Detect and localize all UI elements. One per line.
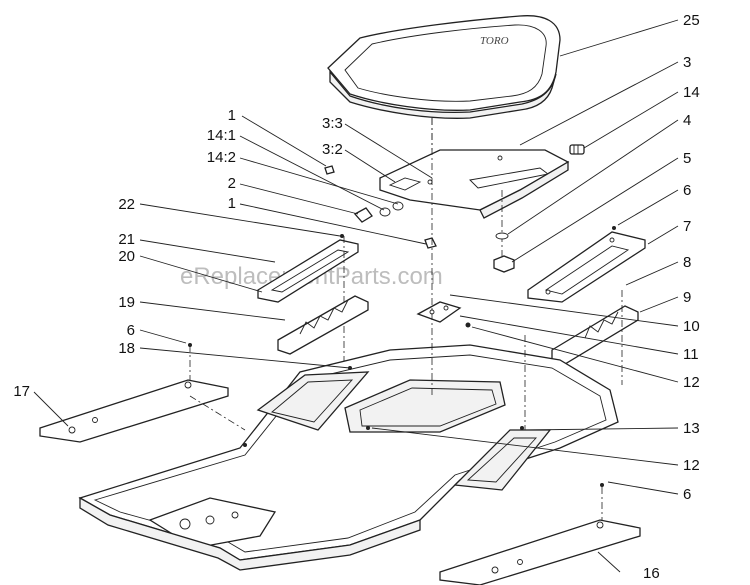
seat-pan-part[interactable] — [379, 149, 570, 219]
fastener-cluster[interactable] — [324, 165, 437, 249]
callout-1-top: 1 — [228, 107, 236, 124]
left-footboard-part[interactable] — [39, 343, 246, 443]
callout-11: 11 — [683, 346, 699, 363]
callout-25: 25 — [683, 12, 700, 29]
callout-20: 20 — [118, 248, 135, 265]
callout-14-1: 14:1 — [207, 127, 236, 144]
callout-22: 22 — [118, 196, 135, 213]
right-bracket-part[interactable] — [551, 290, 639, 385]
adjust-knob-part[interactable] — [569, 144, 585, 155]
callout-3-3: 3:3 — [322, 115, 343, 132]
callout-8: 8 — [683, 254, 691, 271]
callout-2: 2 — [228, 175, 236, 192]
seat-logo-text: TORO — [480, 35, 509, 47]
callout-16: 16 — [643, 565, 660, 582]
callout-6-left: 6 — [127, 322, 135, 339]
callout-6-top: 6 — [683, 182, 691, 199]
callout-3: 3 — [683, 54, 691, 71]
callout-17: 17 — [13, 383, 30, 400]
right-slide-rail-part[interactable] — [527, 226, 646, 303]
callout-10: 10 — [683, 318, 700, 335]
callout-21: 21 — [118, 231, 135, 248]
callout-19: 19 — [118, 294, 135, 311]
left-bracket-part[interactable] — [277, 295, 369, 355]
callout-14-2: 14:2 — [207, 149, 236, 166]
center-plate-part[interactable] — [416, 301, 471, 328]
callout-13: 13 — [683, 420, 700, 437]
callout-1-lower: 1 — [228, 195, 236, 212]
callout-18: 18 — [118, 340, 135, 357]
callout-5: 5 — [683, 150, 691, 167]
callout-12-lower: 12 — [683, 457, 700, 474]
callout-4: 4 — [683, 112, 691, 129]
washer-nut-part[interactable] — [493, 232, 515, 273]
callout-7: 7 — [683, 218, 691, 235]
right-footboard-part[interactable] — [439, 483, 641, 585]
callout-12-upper: 12 — [683, 374, 700, 391]
fender-deck-part[interactable] — [78, 344, 619, 571]
seat-part[interactable]: TORO — [327, 15, 561, 119]
callout-labels: 25 3 14 4 5 6 7 8 9 10 11 12 13 12 6 16 … — [13, 12, 699, 582]
callout-6-lower: 6 — [683, 486, 691, 503]
callout-14: 14 — [683, 84, 700, 101]
callout-3-2: 3:2 — [322, 141, 343, 158]
leader-lines — [33, 19, 679, 573]
callout-9: 9 — [683, 289, 691, 306]
